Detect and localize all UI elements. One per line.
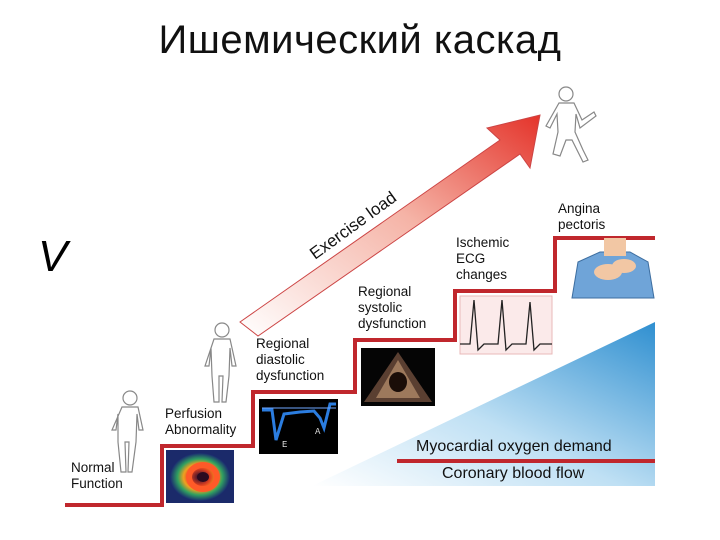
doppler-trace-image: E A bbox=[259, 399, 338, 454]
cascade-step-line bbox=[65, 236, 655, 507]
walking-person-icon bbox=[545, 86, 597, 163]
doppler-a-label: A bbox=[315, 427, 321, 437]
perfusion-scan-image bbox=[166, 450, 234, 503]
demand-wedge bbox=[312, 322, 655, 486]
page-title: Ишемический каскад bbox=[158, 18, 562, 62]
flow-label: Coronary blood flow bbox=[442, 465, 585, 482]
side-mark: V bbox=[38, 232, 68, 281]
exercise-arrow bbox=[239, 114, 541, 337]
demand-label: Myocardial oxygen demand bbox=[416, 438, 612, 455]
angina-person-image bbox=[571, 238, 655, 299]
standing-person-icon bbox=[204, 322, 237, 403]
doppler-e-label: E bbox=[282, 440, 287, 450]
echo-image bbox=[361, 348, 435, 406]
standing-person-icon bbox=[111, 390, 144, 473]
ecg-strip-image bbox=[459, 295, 553, 355]
